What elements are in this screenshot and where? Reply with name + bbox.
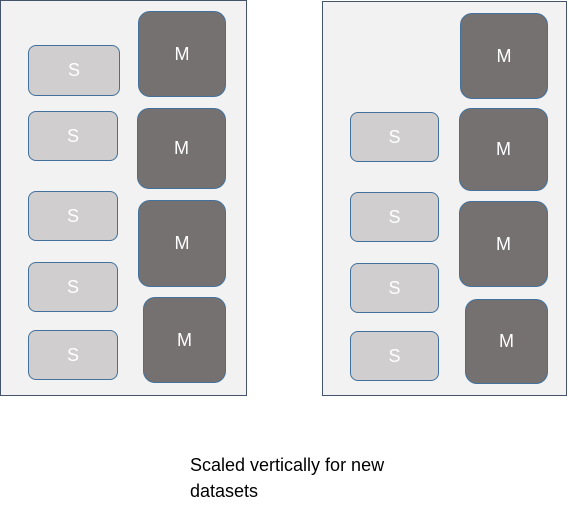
- small-box: S: [28, 111, 118, 161]
- medium-box: M: [143, 297, 226, 383]
- medium-box: M: [460, 13, 548, 99]
- right-panel: S S S S M M M M: [322, 1, 567, 396]
- small-box: S: [350, 331, 439, 381]
- medium-box: M: [137, 108, 226, 189]
- medium-box: M: [138, 11, 226, 97]
- small-box: S: [28, 330, 118, 380]
- small-box: S: [350, 192, 439, 242]
- small-box: S: [28, 262, 118, 312]
- medium-box: M: [465, 299, 548, 384]
- small-box: S: [350, 112, 439, 162]
- caption: Scaled vertically for new datasets: [190, 452, 450, 504]
- left-panel: S S S S S M M M M: [0, 0, 247, 396]
- small-box: S: [28, 45, 120, 96]
- small-box: S: [28, 191, 118, 241]
- caption-line-1: Scaled vertically for new: [190, 455, 385, 475]
- small-box: S: [350, 263, 439, 313]
- caption-line-2: datasets: [190, 481, 259, 501]
- medium-box: M: [459, 201, 548, 287]
- medium-box: M: [459, 108, 548, 191]
- medium-box: M: [138, 200, 226, 287]
